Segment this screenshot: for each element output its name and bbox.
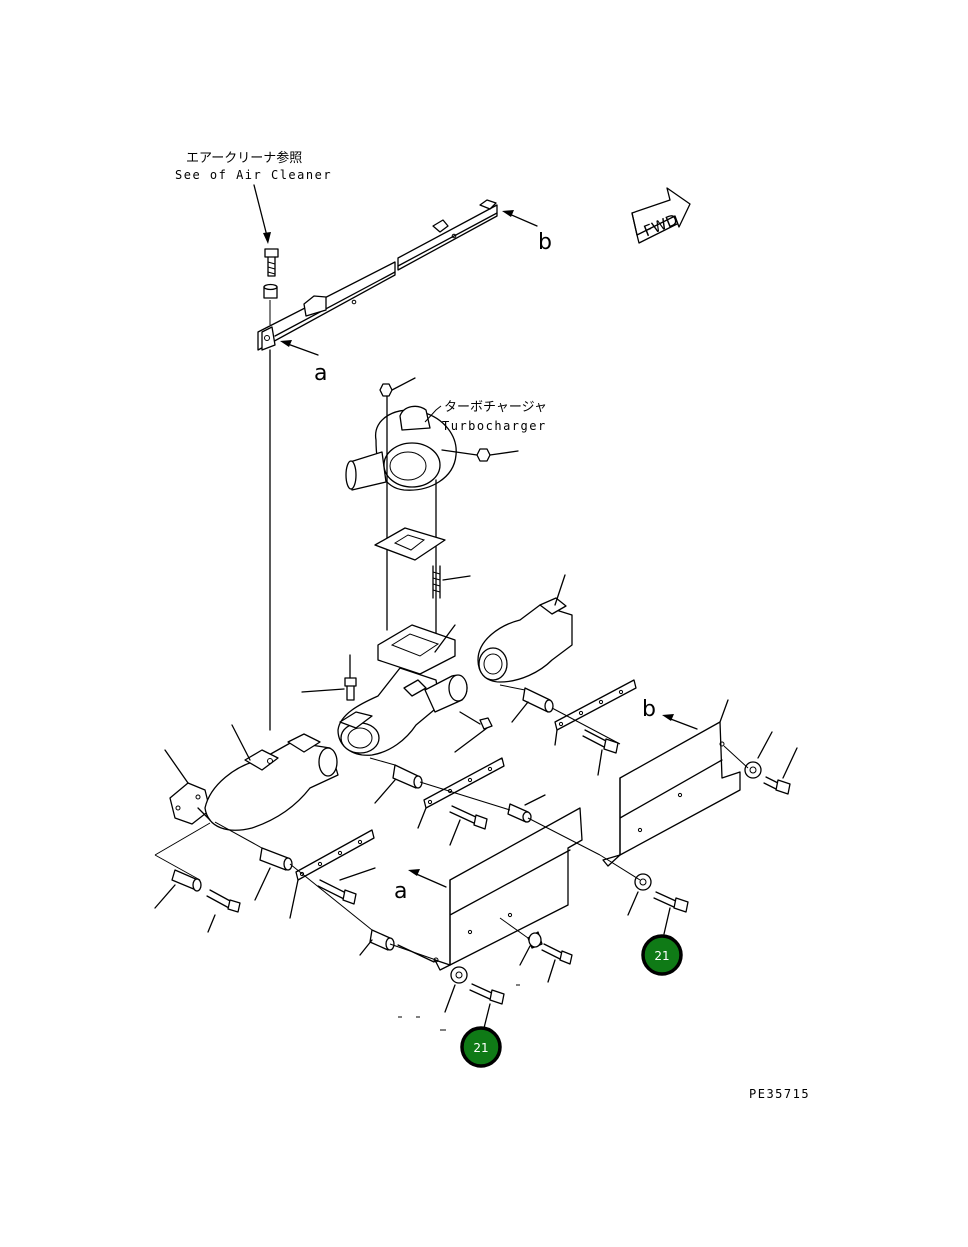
spacer-row [154, 687, 554, 956]
callout-21-right[interactable]: 21 [641, 907, 683, 976]
bolt-bottom-c [627, 873, 689, 916]
left-manifold [164, 724, 339, 831]
bolts [206, 729, 798, 1013]
air-cleaner-note-en: See of Air Cleaner [175, 168, 332, 182]
bolt-bottom-b [444, 966, 505, 1013]
turbo-stud [432, 565, 471, 599]
bolt-right [582, 729, 619, 776]
turbo-gasket [374, 527, 446, 561]
air-cleaner-note-jp: エアークリーナ参照 [186, 150, 302, 166]
bolt-left [206, 889, 241, 933]
fwd-arrow: FWD [631, 187, 691, 244]
bolt-bottom-a [519, 931, 573, 983]
view-b-lower: b [642, 697, 698, 730]
turbo-note-jp: ターボチャージャ [444, 400, 547, 415]
upper-shield-rail [257, 199, 498, 351]
callout-label: 21 [654, 949, 669, 963]
view-a-lower: a [394, 869, 447, 904]
lower-heat-shield-2 [602, 699, 741, 867]
bolt-center [449, 805, 488, 846]
bolt-mid-left [317, 867, 376, 905]
view-b-label-lower: b [642, 697, 656, 722]
callout-21-left[interactable]: 21 [460, 1003, 502, 1068]
bracket-plates [289, 679, 637, 919]
upper-bolt [263, 248, 279, 299]
assembly-guide-lines [154, 684, 749, 1031]
turbocharger: ターボチャージャ Turbocharger [345, 377, 547, 641]
bolt-far-right [744, 731, 798, 795]
center-manifold [337, 624, 493, 756]
view-b-label-upper: b [538, 230, 552, 255]
callout-label: 21 [473, 1041, 488, 1055]
view-b-upper: b [502, 210, 552, 255]
turbo-note-en: Turbocharger [442, 419, 547, 433]
air-cleaner-note: エアークリーナ参照 See of Air Cleaner [175, 150, 332, 244]
drawing-number: PE35715 [749, 1087, 810, 1101]
right-manifold [477, 574, 573, 683]
view-a-label-upper: a [314, 361, 327, 386]
center-manifold-bolt [301, 654, 357, 701]
view-a-upper: a [280, 340, 327, 386]
view-a-label-lower: a [394, 879, 407, 904]
lower-heat-shield-1 [397, 807, 583, 971]
